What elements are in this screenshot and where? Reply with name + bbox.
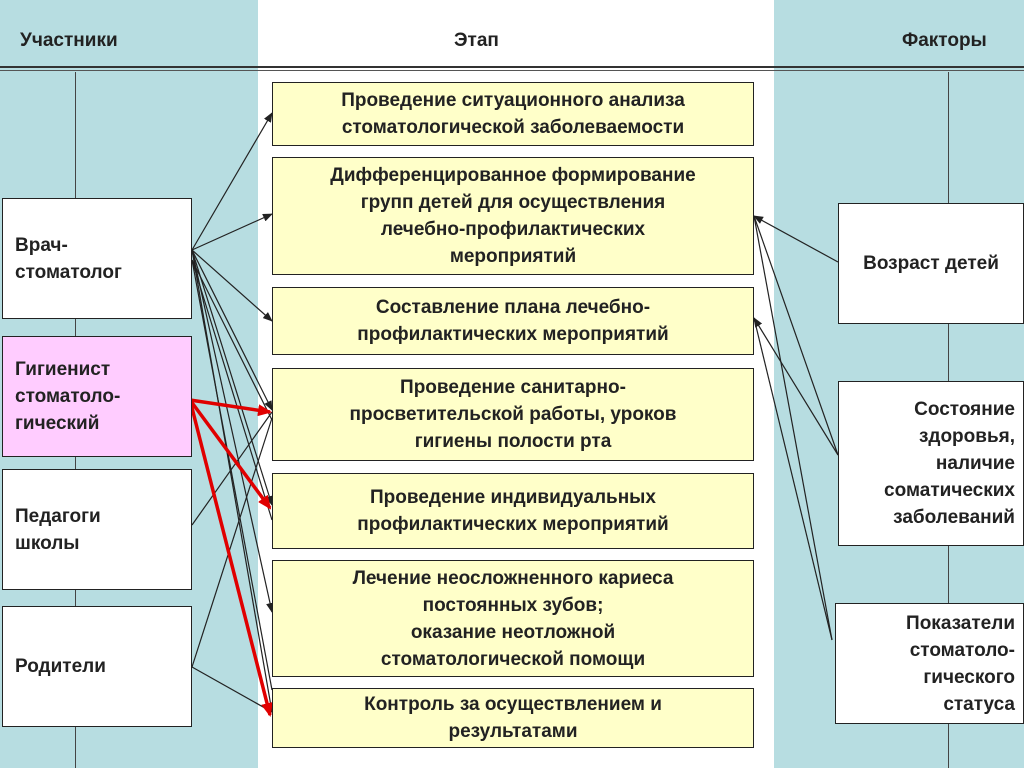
- parents-connector: [191, 666, 273, 713]
- factor-dental-connector: [753, 215, 833, 641]
- dentist-connector: [191, 259, 273, 691]
- participant-label: Гигиенист стоматоло- гический: [15, 359, 121, 434]
- participant-hygienist: Гигиенист стоматоло- гический: [2, 336, 192, 457]
- stage-situational-analysis: Проведение ситуационного анализа стомато…: [272, 82, 754, 146]
- participant-dentist: Врач- стоматолог: [2, 198, 192, 319]
- stage-header: Этап: [454, 30, 499, 51]
- factor-age-connector: [753, 215, 839, 263]
- hygienist-arrow: [188, 399, 273, 717]
- factors-header: Факторы: [902, 30, 987, 51]
- factor-dental-connector: [753, 317, 833, 641]
- dentist-connector: [191, 249, 274, 506]
- stage-sanitary-education: Проведение санитарно- просветительской р…: [272, 368, 754, 461]
- header-rule: [0, 66, 1024, 68]
- participants-header: Участники: [20, 30, 118, 51]
- factor-health-status: Состояние здоровья, наличие соматических…: [838, 381, 1024, 546]
- stage-label: Лечение неосложненного кариеса постоянны…: [352, 567, 674, 670]
- stage-treatment-plan: Составление плана лечебно- профилактичес…: [272, 287, 754, 355]
- participant-teachers: Педагоги школы: [2, 469, 192, 590]
- stage-group-formation: Дифференцированное формирование групп де…: [272, 157, 754, 275]
- stage-label: Составление плана лечебно- профилактичес…: [357, 297, 669, 345]
- factor-dental-status: Показатели стоматоло- гического статуса: [835, 603, 1024, 724]
- teachers-connector: [191, 411, 273, 526]
- factor-label: Состояние здоровья, наличие соматических…: [884, 399, 1015, 528]
- participant-label: Педагоги школы: [15, 505, 101, 554]
- stage-caries-treatment: Лечение неосложненного кариеса постоянны…: [272, 560, 754, 677]
- factor-label: Возраст детей: [863, 253, 999, 274]
- factor-child-age: Возраст детей: [838, 203, 1024, 324]
- stage-control: Контроль за осуществлением и результатам…: [272, 688, 754, 748]
- dentist-connector: [191, 249, 273, 322]
- dentist-connector: [191, 213, 273, 251]
- factor-health-connector: [753, 317, 839, 456]
- stage-label: Проведение санитарно- просветительской р…: [349, 377, 677, 452]
- factor-label: Показатели стоматоло- гического статуса: [906, 612, 1015, 715]
- stage-individual-prevention: Проведение индивидуальных профилактическ…: [272, 473, 754, 549]
- stage-label: Проведение индивидуальных профилактическ…: [357, 487, 669, 535]
- dentist-connector: [191, 249, 273, 411]
- dentist-connector: [191, 112, 273, 251]
- hygienist-arrow: [188, 398, 272, 510]
- parents-connector: [191, 417, 273, 668]
- hygienist-arrow: [189, 398, 272, 417]
- factor-health-connector: [753, 215, 839, 456]
- participant-parents: Родители: [2, 606, 192, 727]
- stage-label: Дифференцированное формирование групп де…: [330, 165, 696, 267]
- dentist-connector: [191, 249, 274, 613]
- stage-label: Проведение ситуационного анализа стомато…: [341, 90, 685, 138]
- dentist-connector: [191, 259, 273, 421]
- participant-label: Родители: [15, 656, 106, 677]
- dentist-connector: [191, 259, 273, 521]
- dentist-connector: [191, 249, 275, 713]
- stage-label: Контроль за осуществлением и результатам…: [364, 694, 662, 742]
- participant-label: Врач- стоматолог: [15, 234, 122, 283]
- header-rule-thin: [0, 70, 1024, 71]
